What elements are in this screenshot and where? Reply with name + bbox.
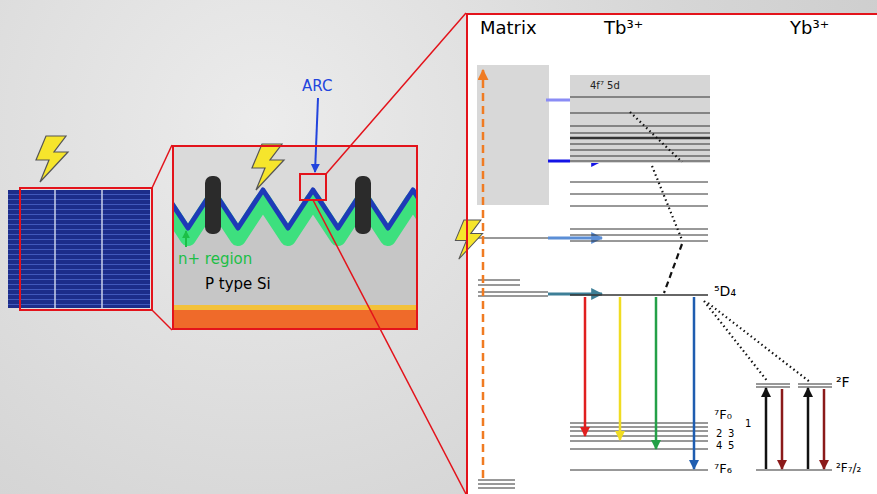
- emission-arrow: [693, 297, 696, 469]
- emission-arrow: [655, 297, 658, 449]
- emission-arrow: [823, 389, 826, 469]
- level-label: ⁵D₄: [714, 284, 736, 299]
- lightning-icon: [252, 144, 284, 190]
- conduction-band: [477, 65, 549, 205]
- panel-ground: [466, 13, 877, 494]
- layer-label: n+ region: [178, 251, 252, 268]
- column-heading: Yb³⁺: [790, 18, 829, 38]
- lightning-icon: [36, 136, 68, 182]
- leader-arrow: [315, 98, 318, 172]
- relaxation-path: [664, 244, 682, 293]
- emission-arrow: [781, 389, 784, 469]
- absorption-arrow: [765, 388, 768, 469]
- level-label: ²F: [836, 375, 850, 390]
- level-label: ⁷F₀: [714, 408, 732, 422]
- zoom-frame: [20, 188, 152, 310]
- level-index: 3: [728, 428, 734, 439]
- contact-finger: [205, 176, 221, 234]
- zoom-line: [152, 310, 172, 330]
- column-heading: Matrix: [480, 18, 537, 38]
- busbar: [101, 190, 103, 308]
- column-heading: Tb³⁺: [604, 18, 643, 38]
- back-contact: [174, 310, 416, 328]
- zoom-line: [313, 200, 466, 494]
- excitation-arrow: [482, 70, 485, 478]
- energy-level-panel: Matrix Tb³⁺ Yb³⁺ 4f⁷ 5d ⁵D₄ ⁷F₀ 1 2345 ⁷F₆ ²F ²F₇/…: [466, 13, 877, 494]
- level-index: 2: [716, 428, 722, 439]
- solar-panel: [8, 190, 150, 308]
- level-index: 5: [728, 440, 734, 451]
- contact-finger: [355, 176, 371, 234]
- lightning-icon: [455, 220, 482, 259]
- busbar: [54, 190, 56, 308]
- layer-label: P type Si: [205, 276, 271, 293]
- level-index: 4: [716, 440, 722, 451]
- leader-arrow: [185, 231, 187, 247]
- zoom-line: [326, 13, 466, 174]
- level-index: 1: [745, 418, 751, 429]
- level-label: 4f⁷ 5d: [590, 80, 620, 91]
- callout-label: ARC: [302, 78, 332, 95]
- tb-levels: [570, 97, 710, 470]
- 5d-band: [570, 75, 710, 163]
- emission-arrow: [619, 297, 622, 440]
- yb-levels: [756, 384, 832, 470]
- transfer-arrow: [548, 237, 602, 240]
- emission-arrow: [584, 297, 587, 436]
- back-surface-layer: [174, 305, 416, 310]
- absorption-arrow: [807, 388, 810, 469]
- zoom-line: [152, 145, 172, 188]
- cross-section-panel: n+ region P type Si: [172, 145, 418, 330]
- zoom-frame: [300, 174, 326, 200]
- level-label: ⁷F₆: [714, 462, 732, 476]
- level-label: ²F₇/₂: [836, 462, 861, 475]
- matrix-levels: [478, 238, 548, 488]
